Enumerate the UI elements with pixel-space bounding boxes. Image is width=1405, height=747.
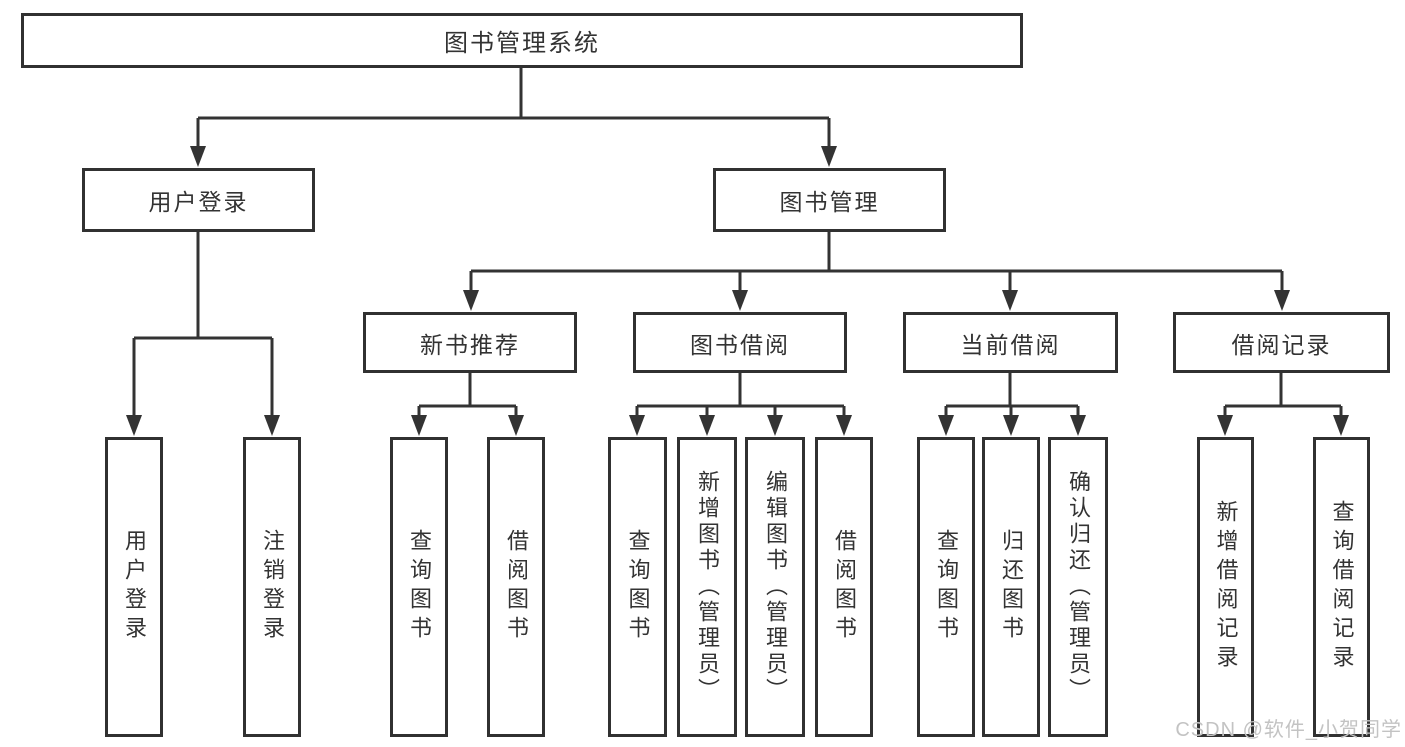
leaf-user-login: 用户登录 [105, 437, 163, 737]
leaf-return-book: 归还图书 [982, 437, 1040, 737]
node-borrowing-records: 借阅记录 [1173, 312, 1390, 373]
watermark-text: CSDN @软件_小贺同学 [1175, 719, 1402, 741]
node-user-login: 用户登录 [82, 168, 315, 232]
leaf-query-borrow-record: 查询借阅记录 [1313, 437, 1370, 737]
leaf-query-books-borrowing: 查询图书 [608, 437, 667, 737]
leaf-query-books-current: 查询图书 [917, 437, 975, 737]
leaf-confirm-return-admin: 确认归还（管理员） [1048, 437, 1108, 737]
node-current-borrowing: 当前借阅 [903, 312, 1118, 373]
leaf-borrow-books-recommend: 借阅图书 [487, 437, 545, 737]
leaf-edit-book-admin: 编辑图书（管理员） [745, 437, 805, 737]
leaf-query-books-recommend: 查询图书 [390, 437, 448, 737]
node-book-management: 图书管理 [713, 168, 946, 232]
node-new-book-recommend: 新书推荐 [363, 312, 577, 373]
leaf-add-borrow-record: 新增借阅记录 [1197, 437, 1254, 737]
leaf-add-book-admin: 新增图书（管理员） [677, 437, 737, 737]
leaf-logout: 注销登录 [243, 437, 301, 737]
node-book-borrowing: 图书借阅 [633, 312, 847, 373]
node-library-management-system: 图书管理系统 [21, 13, 1023, 68]
leaf-borrow-books-borrowing: 借阅图书 [815, 437, 873, 737]
